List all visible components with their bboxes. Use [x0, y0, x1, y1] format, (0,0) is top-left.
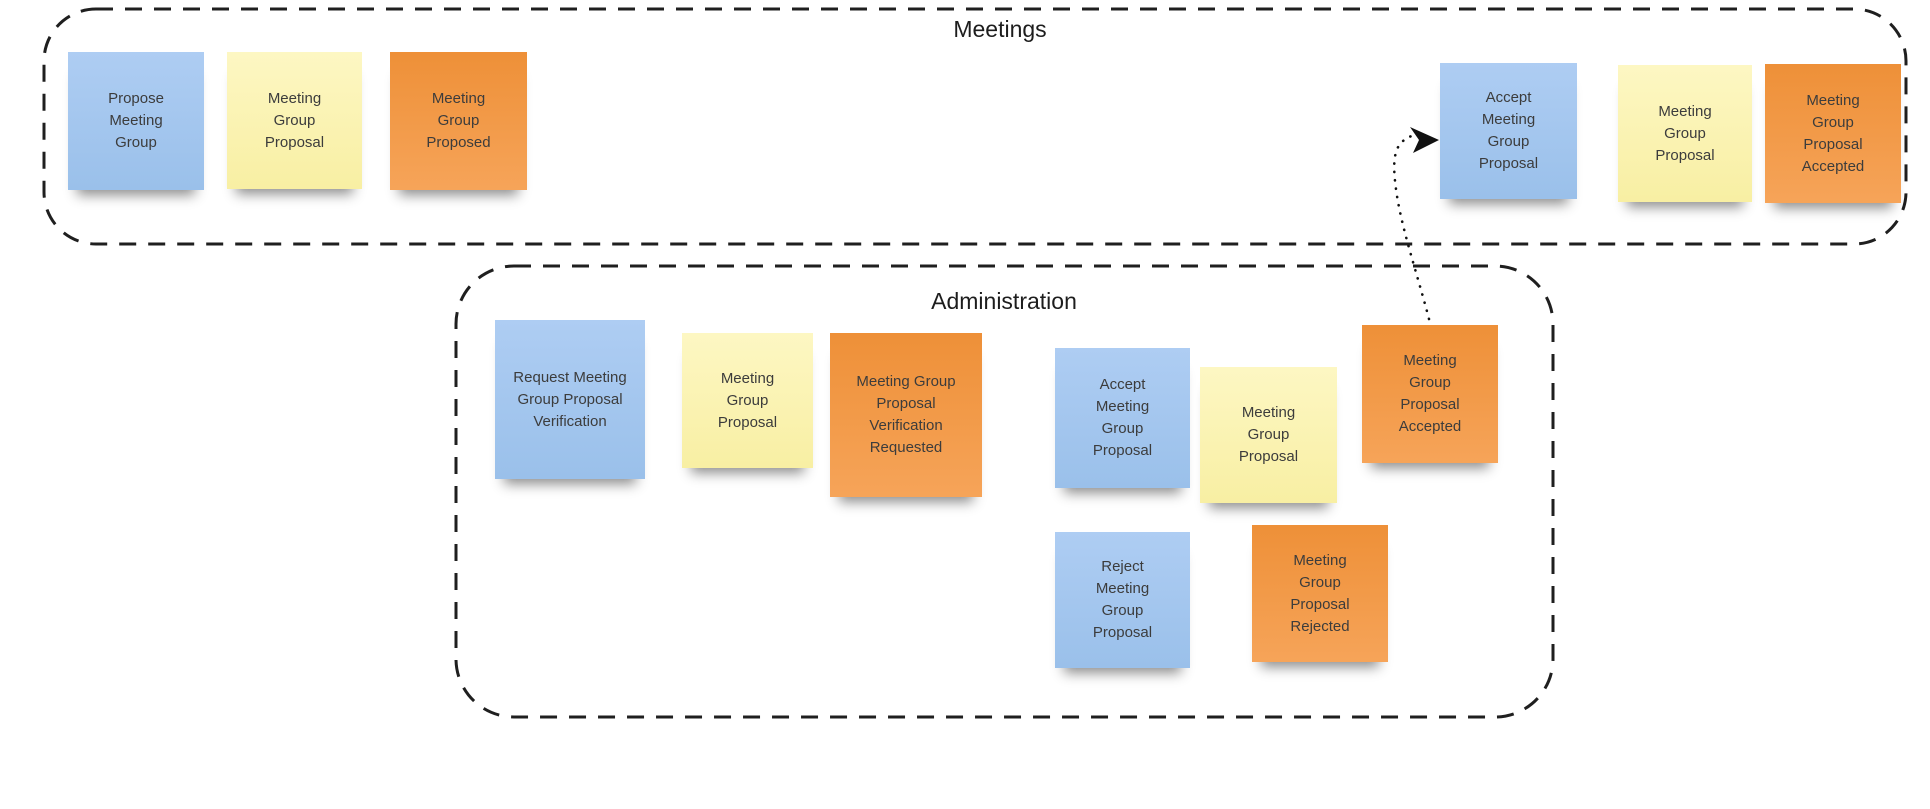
connector-dotted-line — [1392, 134, 1431, 321]
sticky-note-text: Reject Meeting Group Proposal — [1092, 558, 1153, 641]
sticky-note-meeting-group-proposal-rejected[interactable]: Meeting Group Proposal Rejected — [1252, 525, 1388, 662]
sticky-note-accept-meeting-group-proposal-admin[interactable]: Accept Meeting Group Proposal — [1055, 348, 1190, 488]
sticky-note-text: Meeting Group Proposal Accepted — [1801, 91, 1865, 175]
sticky-note-accept-meeting-group-proposal-meetings[interactable]: Accept Meeting Group Proposal — [1440, 63, 1577, 199]
sticky-note-text: Meeting Group Proposal — [717, 369, 778, 431]
sticky-note-request-meeting-group-proposal-verification[interactable]: Request Meeting Group Proposal Verificat… — [495, 320, 645, 479]
sticky-note-text: Meeting Group Proposal — [1655, 102, 1715, 164]
sticky-note-text: Accept Meeting Group Proposal — [1092, 376, 1153, 459]
sticky-note-text: Accept Meeting Group Proposal — [1478, 89, 1539, 172]
lane-meetings-title: Meetings — [953, 16, 1047, 42]
sticky-note-meeting-group-proposal-2[interactable]: Meeting Group Proposal — [1618, 65, 1752, 202]
sticky-note-meeting-group-proposal-1[interactable]: Meeting Group Proposal — [227, 52, 362, 189]
sticky-note-meeting-group-proposal-3[interactable]: Meeting Group Proposal — [682, 333, 813, 468]
sticky-note-meeting-group-proposal-verification-requested[interactable]: Meeting Group Proposal Verification Requ… — [830, 333, 982, 497]
sticky-note-reject-meeting-group-proposal[interactable]: Reject Meeting Group Proposal — [1055, 532, 1190, 668]
lane-meetings-border[interactable] — [42, 7, 1908, 246]
sticky-note-text: Propose Meeting Group — [108, 90, 164, 151]
lane-administration-title: Administration — [931, 288, 1077, 314]
sticky-note-text: Meeting Group Proposal Accepted — [1398, 352, 1462, 435]
sticky-note-text: Meeting Group Proposal — [1238, 404, 1299, 465]
sticky-note-meeting-group-proposed[interactable]: Meeting Group Proposed — [390, 52, 527, 190]
sticky-note-propose-meeting-group[interactable]: Propose Meeting Group — [68, 52, 204, 190]
connector-dotted-arrow[interactable] — [1392, 127, 1439, 321]
sticky-note-text: Request Meeting Group Proposal Verificat… — [513, 368, 627, 430]
lane-administration-border[interactable] — [454, 264, 1555, 719]
sticky-note-meeting-group-proposal-4[interactable]: Meeting Group Proposal — [1200, 367, 1337, 503]
sticky-note-text: Meeting Group Proposal Rejected — [1290, 551, 1350, 635]
sticky-note-meeting-group-proposal-accepted-admin[interactable]: Meeting Group Proposal Accepted — [1362, 325, 1498, 463]
sticky-note-meeting-group-proposal-accepted-meetings[interactable]: Meeting Group Proposal Accepted — [1765, 64, 1901, 203]
sticky-note-text: Meeting Group Proposal Verification Requ… — [856, 373, 956, 456]
arrowhead-icon — [1410, 127, 1439, 153]
sticky-note-text: Meeting Group Proposed — [426, 90, 491, 151]
sticky-note-text: Meeting Group Proposal — [264, 89, 325, 151]
